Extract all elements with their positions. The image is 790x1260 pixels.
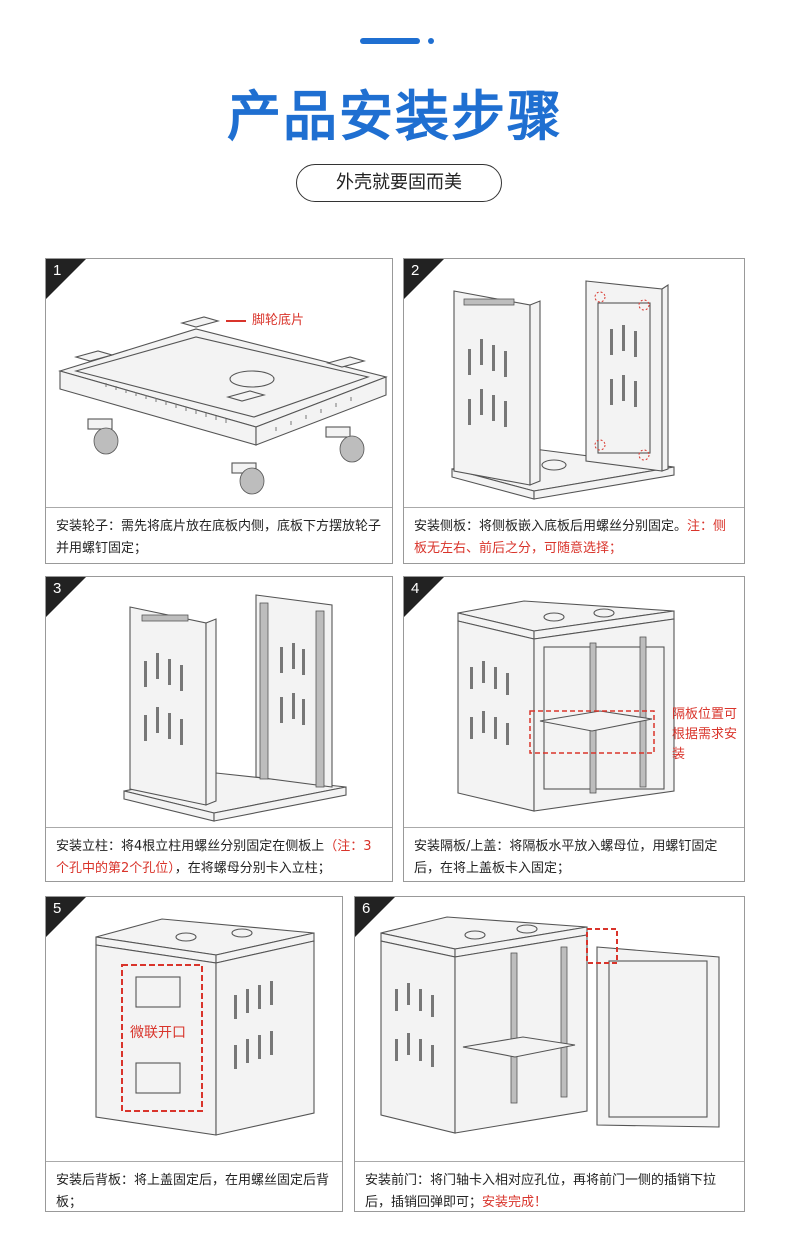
step-3-note: （注：3个孔中的第2个孔位）	[56, 839, 372, 876]
step-2-badge	[404, 259, 444, 299]
step-4-card: 隔板位置可根据需求安装 4 安装隔板/上盖：将隔板水平放入螺母位，用螺钉固定后，…	[403, 576, 745, 882]
step-4-badge	[404, 577, 444, 617]
step-5-number: 5	[53, 900, 62, 917]
step-6-caption-text: 安装前门：将门轴卡入相对应孔位，再将前门一侧的插销下拉后，插销回弹即可；	[365, 1173, 717, 1210]
step-6-number: 6	[362, 900, 371, 917]
step-6-card: 6 安装前门：将门轴卡入相对应孔位，再将前门一侧的插销下拉后，插销回弹即可；安装…	[354, 896, 745, 1212]
step-5-card: 微联开口 5 安装后背板：将上盖固定后，在用螺丝固定后背板；	[45, 896, 343, 1212]
step-3-caption: 安装立柱：将4根立柱用螺丝分别固定在侧板上（注：3个孔中的第2个孔位），在将螺母…	[46, 827, 392, 881]
step-5-caption-text: 安装后背板：将上盖固定后，在用螺丝固定后背板；	[56, 1173, 330, 1210]
step-5-callout: 微联开口	[130, 1025, 186, 1041]
step-1-number: 1	[53, 262, 62, 279]
step-6-caption: 安装前门：将门轴卡入相对应孔位，再将前门一侧的插销下拉后，插销回弹即可；安装完成…	[355, 1161, 744, 1211]
step-5-badge	[46, 897, 86, 937]
step-1-callout: 脚轮底片	[252, 313, 305, 328]
step-3-illustration	[123, 594, 347, 822]
step-5-illustration	[95, 918, 315, 1136]
step-2-number: 2	[411, 262, 420, 279]
step-4-illustration	[457, 600, 675, 812]
step-3-caption-text: 安装立柱：将4根立柱用螺丝分别固定在侧板上	[56, 839, 325, 854]
step-4-callout: 隔板位置可根据需求安装	[672, 707, 738, 762]
step-1-card: 脚轮底片 1 安装轮子：需先将底片放在底板内侧，底板下方摆放轮子并用螺钉固定；	[45, 258, 393, 564]
step-2-illustration	[451, 280, 675, 500]
page-title: 产品安装步骤	[227, 85, 563, 148]
step-3-number: 3	[53, 580, 62, 597]
step-4-number: 4	[411, 580, 420, 597]
step-3-card: 3 安装立柱：将4根立柱用螺丝分别固定在侧板上（注：3个孔中的第2个孔位），在将…	[45, 576, 393, 882]
step-5-caption: 安装后背板：将上盖固定后，在用螺丝固定后背板；	[46, 1161, 342, 1211]
step-6-badge	[355, 897, 395, 937]
step-6-illustration	[380, 916, 720, 1134]
step-3-badge	[46, 577, 86, 617]
step-2-note: 注：侧板无左右、前后之分，可随意选择；	[414, 519, 727, 556]
step-6-note: 安装完成！	[482, 1195, 548, 1210]
decoration-dot	[428, 38, 434, 44]
decoration-bar	[360, 38, 420, 44]
page-subtitle: 外壳就要固而美	[296, 164, 502, 202]
step-1-illustration	[58, 316, 388, 495]
step-4-caption-text: 安装隔板/上盖：将隔板水平放入螺母位，用螺钉固定后，在将上盖板卡入固定；	[414, 839, 718, 876]
step-3-caption-tail: ，在将螺母分别卡入立柱；	[174, 861, 331, 876]
step-1-caption-text: 安装轮子：需先将底片放在底板内侧，底板下方摆放轮子并用螺钉固定；	[56, 519, 382, 556]
step-4-caption: 安装隔板/上盖：将隔板水平放入螺母位，用螺钉固定后，在将上盖板卡入固定；	[404, 827, 744, 881]
step-2-caption-text: 安装侧板：将侧板嵌入底板后用螺丝分别固定。	[414, 519, 688, 534]
step-1-caption: 安装轮子：需先将底片放在底板内侧，底板下方摆放轮子并用螺钉固定；	[46, 507, 392, 563]
step-1-badge	[46, 259, 86, 299]
step-2-caption: 安装侧板：将侧板嵌入底板后用螺丝分别固定。注：侧板无左右、前后之分，可随意选择；	[404, 507, 744, 563]
step-2-card: 2 安装侧板：将侧板嵌入底板后用螺丝分别固定。注：侧板无左右、前后之分，可随意选…	[403, 258, 745, 564]
